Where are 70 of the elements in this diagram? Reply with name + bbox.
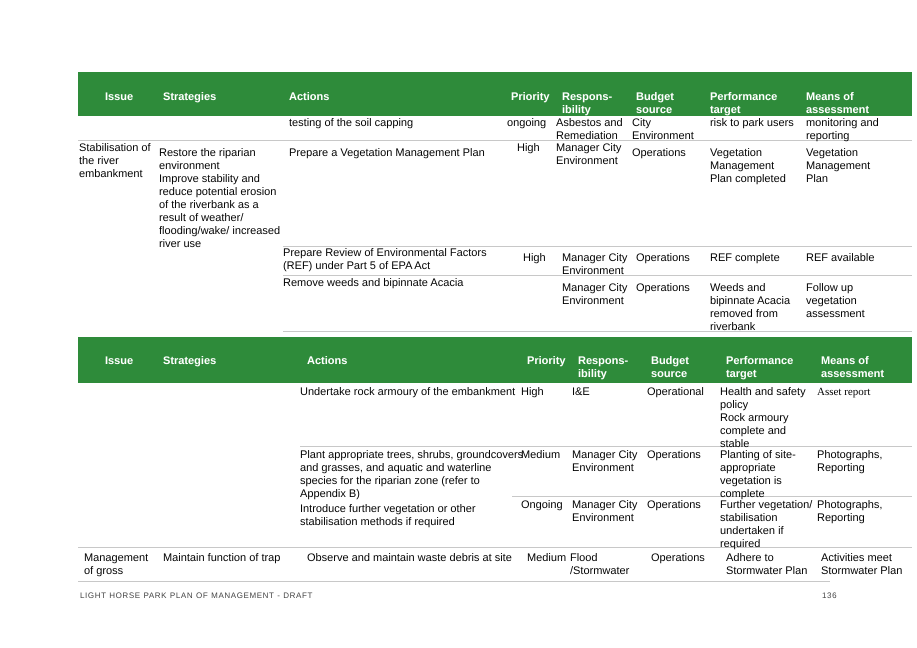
table-cell-text: High bbox=[517, 142, 541, 155]
table-cell-text: Operations bbox=[647, 499, 702, 512]
footer-text: LIGHT HORSE PARK PLAN OF MANAGEMENT - DRAFT bbox=[80, 590, 314, 602]
table-cell-text: Operations bbox=[651, 552, 706, 565]
column-header: Performance target bbox=[726, 355, 794, 381]
table-cell-text: Ongoing bbox=[521, 499, 564, 512]
table-cell-text: Operations bbox=[647, 449, 702, 462]
table-cell-text: City Environment bbox=[632, 117, 695, 143]
table-cell-text: Remove weeds and bipinnate Acacia bbox=[283, 277, 464, 290]
table-cell-text: Health and safety policy bbox=[720, 386, 807, 412]
table-cell-text: Prepare a Vegetation Management Plan bbox=[289, 147, 486, 160]
table-cell-text: High bbox=[521, 386, 545, 399]
table-cell-text: REF available bbox=[806, 252, 876, 265]
table-cell-text: Maintain function of trap bbox=[163, 552, 282, 565]
table-cell-text: ongoing bbox=[507, 117, 548, 130]
table-cell-text: Stabilisation of the river embankment bbox=[79, 142, 152, 181]
table-cell-text: Planting of site-appropriate vegetation is complete bbox=[720, 449, 797, 500]
column-header: Issue bbox=[105, 91, 134, 104]
table-cell-text: Asset report bbox=[817, 386, 872, 399]
table-cell-text: Manager City Environment bbox=[572, 449, 638, 475]
table-cell-text: Medium bbox=[527, 552, 568, 565]
table-cell-text: Improve stability and reduce potential erosion of the riverbank as a result of weather/ flooding/wake/ increased river use bbox=[159, 173, 282, 251]
table-cell-text: Vegetation Management Plan completed bbox=[710, 147, 787, 186]
table-cell-text: Manager City Environment bbox=[562, 282, 628, 308]
column-header: Actions bbox=[307, 355, 348, 368]
column-header: Respons-ibility bbox=[562, 91, 614, 117]
table-cell-text: I&E bbox=[572, 386, 591, 399]
table-cell-text: Rock armoury complete and stable bbox=[720, 412, 790, 450]
column-header: Strategies bbox=[163, 91, 218, 104]
column-header: Issue bbox=[105, 355, 134, 368]
column-header: Budget source bbox=[651, 355, 690, 381]
table-cell-text: Adhere to Stormwater Plan bbox=[726, 552, 808, 578]
table-cell-text: Observe and maintain waste debris at site bbox=[307, 552, 513, 565]
table-cell-text: Management of gross bbox=[84, 552, 150, 578]
table-cell-text: Operations bbox=[632, 147, 687, 160]
table-cell-text: Manager City Environment bbox=[572, 499, 638, 525]
table-cell-text: Manager City Environment bbox=[556, 142, 622, 168]
table-cell-text: Operations bbox=[636, 282, 691, 295]
table-cell-text: Vegetation Management Plan bbox=[806, 147, 872, 186]
table-cell-text: risk to park users bbox=[710, 117, 795, 130]
table-cell-text: Further vegetation/ stabilisation undertaken if required bbox=[720, 499, 814, 551]
column-header: Priority bbox=[511, 91, 551, 104]
table-cell-text: Follow up vegetation assessment bbox=[806, 282, 866, 321]
table-cell-text: Restore the riparian environment bbox=[159, 147, 257, 173]
table-cell-text: Photographs, Reporting bbox=[817, 499, 884, 525]
table-cell-text: Flood /Stormwater bbox=[570, 552, 630, 578]
table-cell-text: High bbox=[523, 252, 547, 265]
table-cell-text: testing of the soil capping bbox=[289, 117, 414, 130]
table-cell-text: Prepare Review of Environmental Factors (REF) under Part 5 of EPA Act bbox=[283, 247, 488, 273]
table-cell-text: Photographs, Reporting bbox=[817, 449, 884, 475]
table-cell-text: Operational bbox=[647, 386, 705, 399]
table-cell-text: Asbestos and Remediation bbox=[556, 117, 624, 143]
column-header: Actions bbox=[289, 91, 330, 104]
column-header: Means of assessment bbox=[806, 91, 870, 117]
column-header: Strategies bbox=[163, 355, 218, 368]
table-cell-text: Operations bbox=[636, 252, 691, 265]
column-header: Means of assessment bbox=[821, 355, 885, 381]
column-header: Budget source bbox=[636, 91, 675, 117]
table-cell-text: REF complete bbox=[710, 252, 781, 265]
table-cell-text: Manager City Environment bbox=[562, 252, 628, 278]
table-cell-text: Weeds and bipinnate Acacia removed from riverbank bbox=[710, 282, 792, 334]
page-number: 136 bbox=[822, 590, 838, 602]
table-cell-text: monitoring and reporting bbox=[806, 117, 880, 143]
table-cell-text: Medium bbox=[521, 449, 562, 462]
column-header: Priority bbox=[527, 355, 567, 368]
table-cell-text: Activities meet Stormwater Plan bbox=[821, 552, 904, 578]
table-cell-text: Introduce further vegetation or other stabilisation methods if required bbox=[300, 503, 476, 529]
column-header: Respons-ibility bbox=[578, 355, 630, 381]
table-cell-text: Undertake rock armoury of the embankment bbox=[300, 386, 516, 399]
column-header: Performance target bbox=[710, 91, 778, 117]
